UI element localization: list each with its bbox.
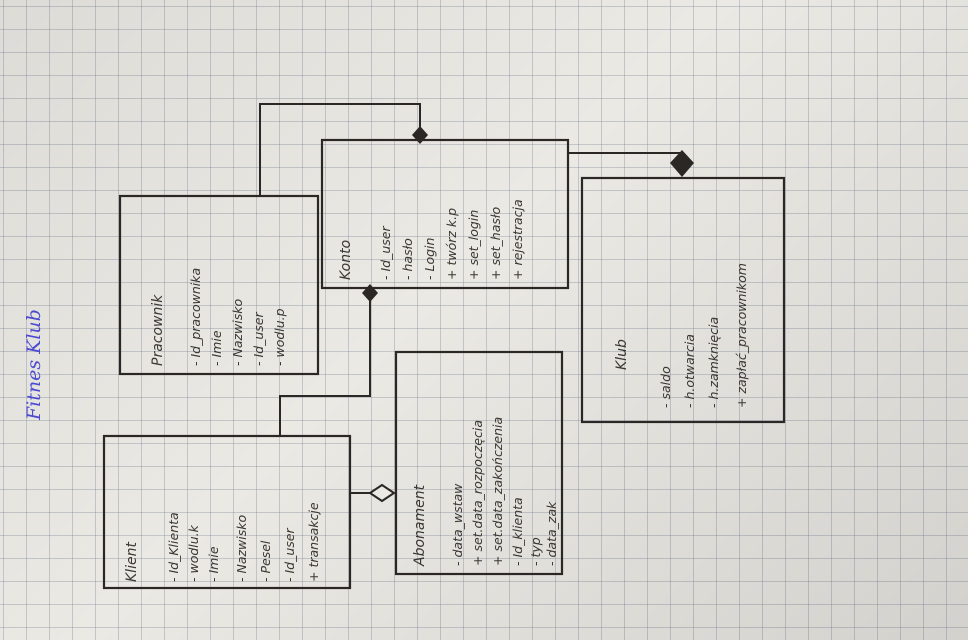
class-pracownik-box xyxy=(118,194,320,376)
class-member: - wodlu.k xyxy=(186,524,201,582)
class-member: - Id_user xyxy=(378,226,393,280)
class-member: - Nazwisko xyxy=(230,298,245,366)
class-abonament-box xyxy=(394,350,564,576)
class-member: + transakcje xyxy=(306,502,321,582)
class-member: + set.data_zakończenia xyxy=(490,417,505,566)
class-klub-name: Klub xyxy=(614,339,630,370)
composition-diamond-konto-bottom xyxy=(362,284,378,302)
class-member: - Pesel xyxy=(258,540,273,582)
class-member: - wodlu.p xyxy=(272,308,287,366)
class-member: - Id_klienta xyxy=(510,497,525,566)
class-pracownik: Pracownik - Id_pracownika - Imie - Nazwi… xyxy=(118,194,320,376)
class-konto-box xyxy=(320,138,570,290)
composition-diamond-klub xyxy=(670,150,694,177)
class-member: - h.zamknięcia xyxy=(706,317,721,408)
class-konto-name: Konto xyxy=(338,240,354,280)
class-member: - Id_Klienta xyxy=(166,512,181,582)
class-member: - Imie xyxy=(209,330,224,366)
association-konto-klub xyxy=(568,152,683,158)
association-pracownik-konto xyxy=(259,103,421,196)
class-member: - data_zak xyxy=(544,501,559,566)
class-konto: Konto - Id_user - hasło - Login + twórz … xyxy=(320,138,570,290)
class-member: + rejestracja xyxy=(510,199,525,280)
class-member: - Id_user xyxy=(282,528,297,582)
class-klub-box xyxy=(580,176,786,424)
class-member: - h.otwarcia xyxy=(682,334,697,408)
class-member: - Nazwisko xyxy=(234,514,249,582)
composition-diamond-konto-top xyxy=(412,126,428,144)
class-member: - Login xyxy=(422,237,437,280)
diagram-title: Fitnes Klub xyxy=(23,309,45,421)
class-member: - Id_user xyxy=(251,312,266,366)
class-member: + set.data_rozpoczęcia xyxy=(470,420,485,566)
class-member: - Imie xyxy=(206,546,221,582)
class-abonament: Abonament - data_wstaw + set.data_rozpoc… xyxy=(394,350,564,576)
aggregation-diamond-abonament xyxy=(368,483,396,503)
class-klient-box xyxy=(102,434,352,590)
class-klient-name: Klient xyxy=(124,542,140,582)
class-member: + set_login xyxy=(466,210,481,280)
class-member: - data_wstaw xyxy=(450,483,465,566)
class-abonament-name: Abonament xyxy=(412,484,428,567)
class-klub: Klub - saldo - h.otwarcia - h.zamknięcia… xyxy=(580,176,786,424)
class-member: - saldo xyxy=(658,366,673,408)
class-klient: Klient - Id_Klienta - wodlu.k - Imie - N… xyxy=(102,434,352,590)
association-klient-konto xyxy=(279,300,371,436)
class-member: + set_hasło xyxy=(488,207,503,280)
class-member: - Id_pracownika xyxy=(188,268,203,366)
class-member: - hasło xyxy=(400,238,415,280)
class-member: + zapłać_pracownikom xyxy=(734,263,749,408)
class-member: + twórz k.p xyxy=(444,208,459,280)
class-pracownik-name: Pracownik xyxy=(150,294,166,366)
class-member: - typ xyxy=(528,537,543,566)
